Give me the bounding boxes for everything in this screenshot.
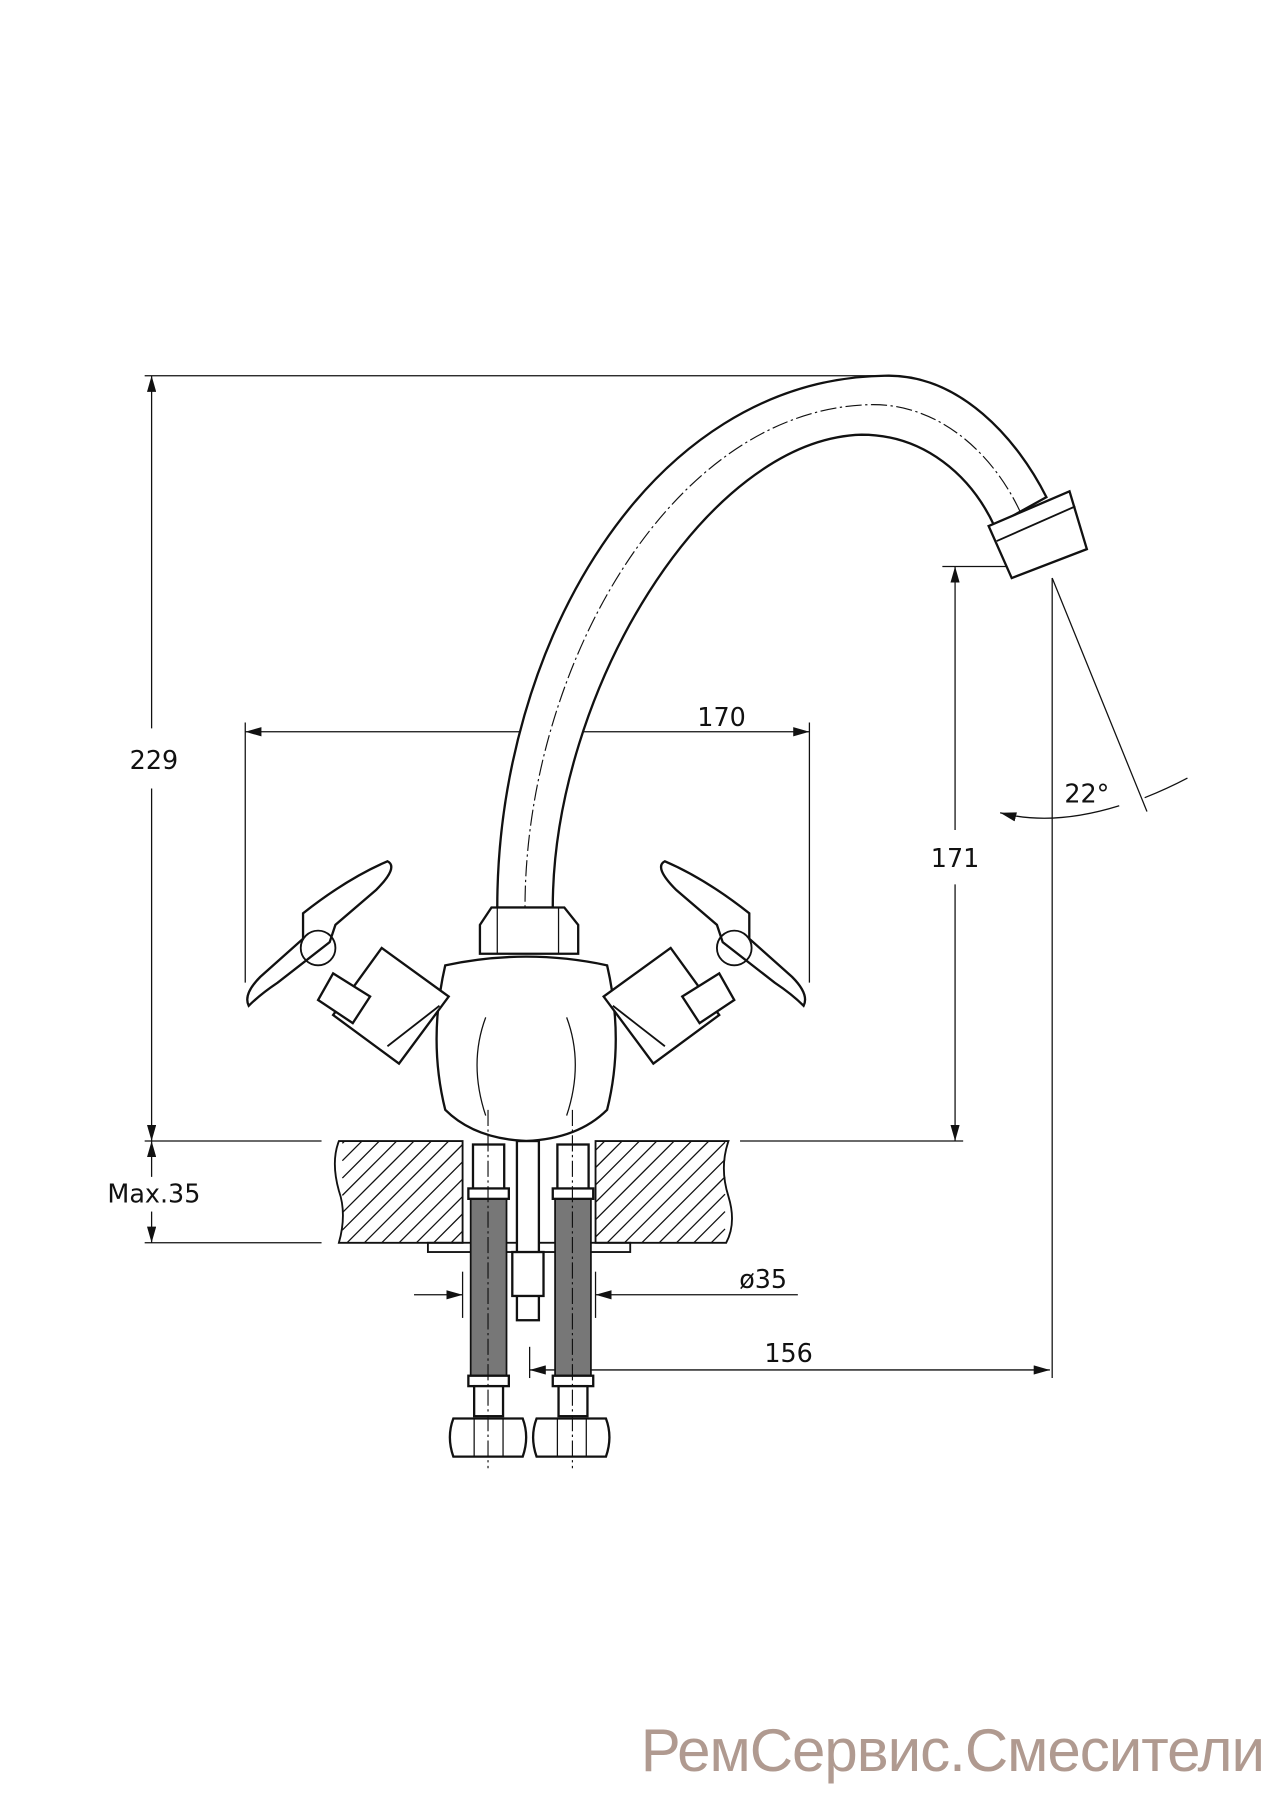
hatch-line	[341, 1140, 380, 1179]
hatch-line	[710, 1228, 726, 1244]
hatch-line	[450, 1230, 464, 1244]
hatch-line	[641, 1159, 726, 1244]
dimension-angle-22: 22°	[999, 577, 1188, 822]
right-handle	[602, 859, 807, 1066]
dimension-229: 229	[130, 375, 179, 1142]
hatch-line	[595, 1140, 606, 1151]
watermark: РемСервис.Смесители	[640, 1717, 1265, 1784]
hatch-line	[595, 1140, 640, 1186]
dimension-label-22deg: 22°	[1064, 778, 1109, 808]
hatch-line	[595, 1140, 675, 1221]
dimension-label-229: 229	[130, 745, 179, 775]
hatch-line	[363, 1144, 464, 1244]
dimension-label-max35: Max.35	[107, 1178, 200, 1208]
hatch-line	[595, 1140, 623, 1169]
hatch-line	[415, 1196, 464, 1244]
dimension-label-171: 171	[931, 843, 980, 873]
hatch-line	[595, 1140, 658, 1203]
hatch-line	[623, 1141, 726, 1244]
hatch-line	[341, 1140, 415, 1214]
spout	[496, 374, 1089, 1157]
hatch-line	[676, 1193, 726, 1244]
dimension-max35: Max.35	[107, 1141, 200, 1243]
faucet-body	[435, 906, 617, 1143]
hatch-line	[398, 1178, 464, 1244]
extension-lines	[144, 375, 1053, 1379]
supply-hoses	[448, 1109, 611, 1469]
hatch-line	[341, 1140, 346, 1144]
hatch-line	[595, 1140, 692, 1238]
dimension-diameter-35: ø35	[414, 1264, 798, 1300]
dimension-171: 171	[931, 566, 980, 1142]
dimension-label-170: 170	[697, 702, 746, 732]
spout-nut	[478, 906, 580, 955]
hatch-line	[693, 1211, 726, 1244]
dimension-label-diameter-35: ø35	[739, 1264, 787, 1294]
dimension-label-156: 156	[764, 1338, 813, 1368]
hatch-line	[346, 1140, 450, 1244]
hose-nut-right	[531, 1417, 611, 1458]
hatch-line	[341, 1140, 398, 1196]
hatch-line	[433, 1213, 464, 1244]
hatch-line	[341, 1140, 363, 1162]
left-handle	[246, 859, 451, 1066]
hatch-line	[658, 1176, 726, 1244]
dimension-156: 156	[529, 1338, 1050, 1375]
hatch-line	[381, 1161, 464, 1244]
hose-nut-left	[448, 1417, 528, 1458]
hatch-line	[341, 1140, 432, 1231]
hatch-line	[606, 1140, 710, 1244]
